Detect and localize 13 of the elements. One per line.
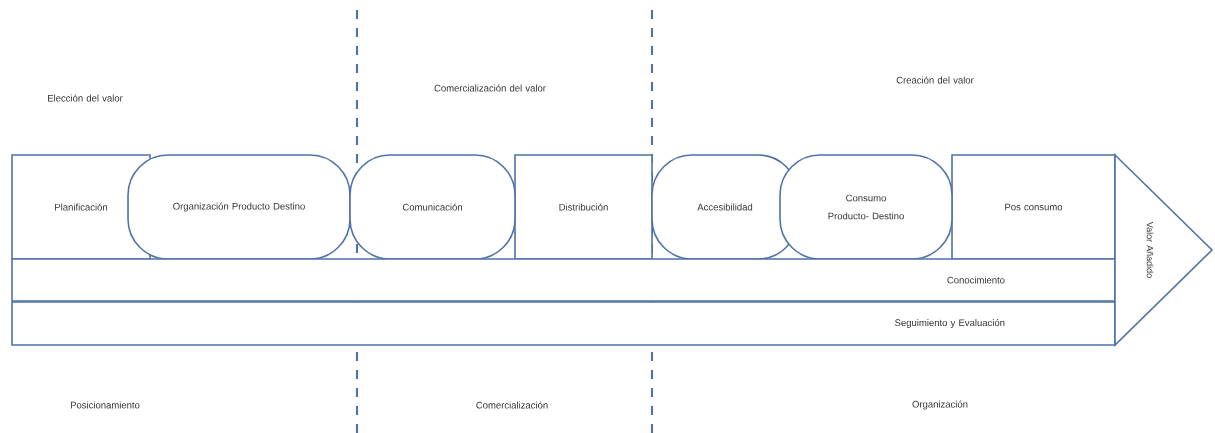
section-label: Elección del valor: [48, 94, 123, 102]
section-label: Posicionamiento: [70, 401, 140, 409]
rounded-box: Consumo Producto- Destino: [779, 154, 953, 260]
rounded-box: Accesibilidad: [651, 154, 799, 260]
section-label: Organización: [912, 400, 968, 410]
section-label: Creación del valor: [896, 76, 974, 84]
node-label: Valor Añadido: [1146, 221, 1154, 278]
section-label: Comercialización: [476, 401, 548, 409]
rounded-box: Comunicación: [349, 154, 516, 260]
process-cell: Pos consumo: [951, 154, 1116, 260]
section-label: Comercialización del valor: [434, 84, 546, 92]
rounded-box: Organización Producto Destino: [127, 154, 351, 260]
process-cell: Distribución: [514, 154, 653, 260]
